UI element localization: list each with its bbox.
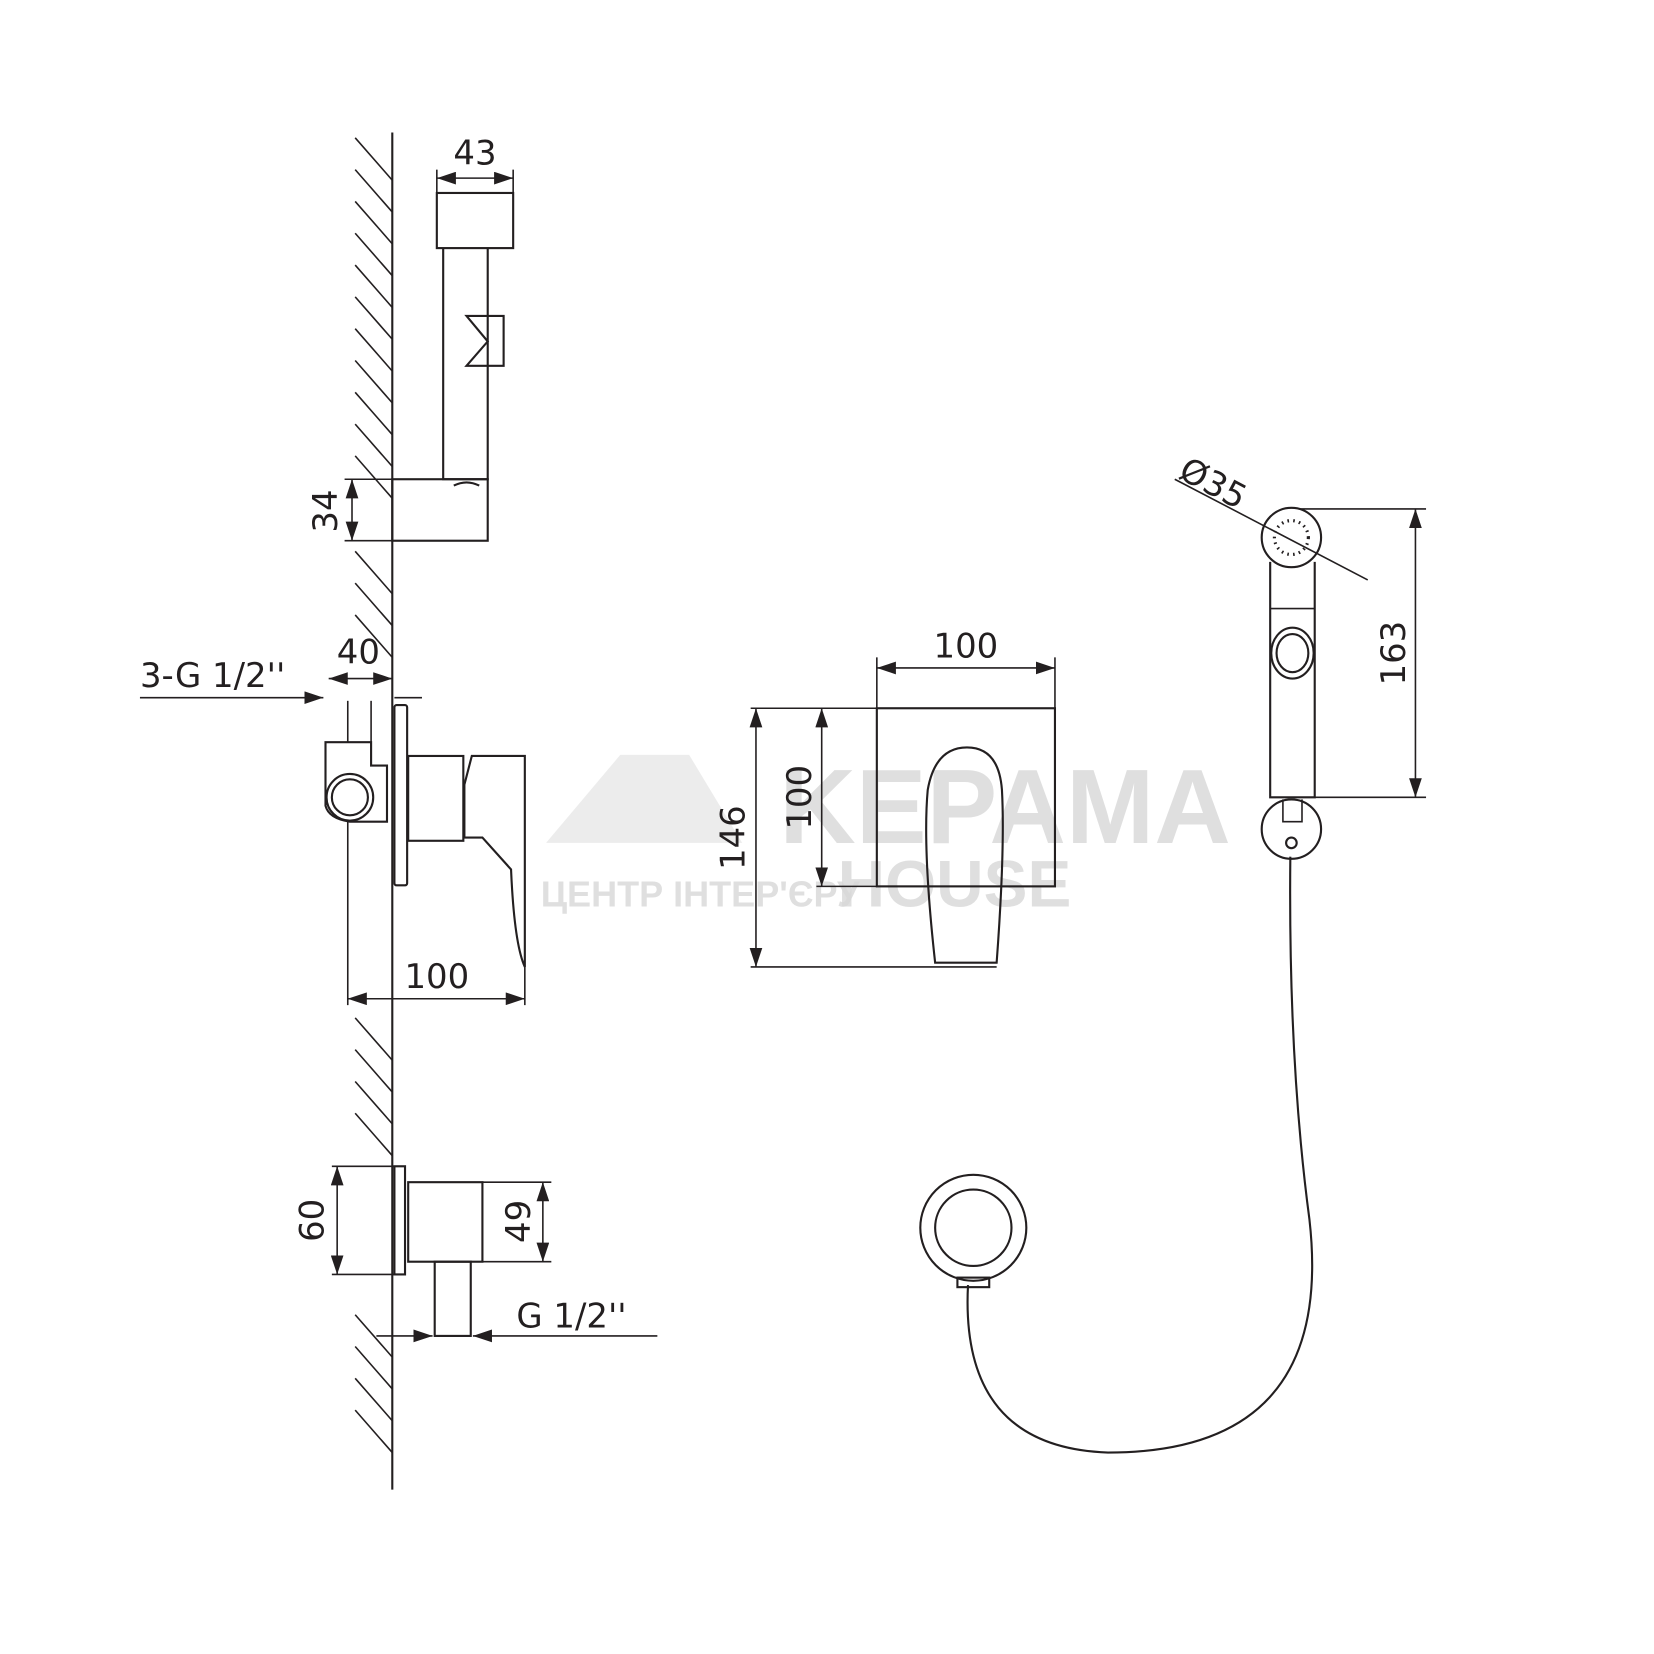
wall-hatch-line xyxy=(354,1017,393,1061)
watermark-logo: KEPAMA HOUSE ЦЕНТР ІНТЕР'ЄРУ xyxy=(541,748,1231,921)
wall-hatch-line xyxy=(354,455,393,499)
wall-hatch-line xyxy=(354,614,393,658)
wall-hatch-line xyxy=(354,423,393,468)
wall-hatch-line xyxy=(354,1112,393,1157)
shower-holder-side-view xyxy=(391,191,515,542)
dim-label: 43 xyxy=(453,133,496,172)
wall-hatch-line xyxy=(354,391,393,436)
mixer-front-view: 146 100 100 xyxy=(713,626,1057,968)
wall-hatch-line xyxy=(354,1346,393,1390)
wall-hatch-line xyxy=(354,232,393,277)
wall-hatch-line xyxy=(354,550,393,595)
hose-and-outlet-front-view xyxy=(919,856,1314,1454)
wall-hatch-line xyxy=(354,1409,393,1454)
dim-label: Ø35 xyxy=(1173,450,1253,517)
dim-label: 100 xyxy=(780,765,819,830)
dim-label: 100 xyxy=(404,957,469,996)
dim-label: 3-G 1/2'' xyxy=(140,656,285,695)
dim-label: 34 xyxy=(306,489,345,532)
svg-text:HOUSE: HOUSE xyxy=(838,847,1072,921)
wall-hatch-line xyxy=(354,1049,393,1093)
dim-label: 60 xyxy=(292,1199,331,1242)
wall-hatch-line xyxy=(354,264,393,308)
wall-hatch-line xyxy=(354,1080,393,1125)
dim-34: 34 xyxy=(306,478,393,542)
dim-label: 163 xyxy=(1374,621,1413,686)
wall-outlet-side-view: 60 49 G 1/2'' xyxy=(292,1165,658,1343)
wall-hatch-line xyxy=(354,1377,393,1422)
svg-text:ЦЕНТР ІНТЕР'ЄРУ: ЦЕНТР ІНТЕР'ЄРУ xyxy=(541,874,860,915)
mixer-side-view xyxy=(324,700,526,968)
dim-100-depth: 100 xyxy=(346,821,526,1006)
wall-hatch-line xyxy=(354,328,393,372)
dim-label: G 1/2'' xyxy=(516,1296,626,1335)
dim-label: 49 xyxy=(499,1200,538,1243)
dim-label: 100 xyxy=(934,626,999,665)
wall-hatch-line xyxy=(354,200,393,245)
wall xyxy=(354,132,394,1490)
dim-label: 40 xyxy=(337,633,380,672)
wall-hatch-line xyxy=(354,1314,393,1358)
wall-hatch-line xyxy=(354,169,393,213)
wall-hatch-line xyxy=(354,137,393,181)
wall-hatch-line xyxy=(354,296,393,340)
svg-text:KEPAMA: KEPAMA xyxy=(779,748,1231,866)
dim-label: 146 xyxy=(713,805,752,870)
dim-40: 40 3-G 1/2'' xyxy=(140,633,422,705)
wall-hatch-line xyxy=(354,359,393,404)
dim-43: 43 xyxy=(436,133,514,193)
wall-hatch-line xyxy=(354,582,393,627)
